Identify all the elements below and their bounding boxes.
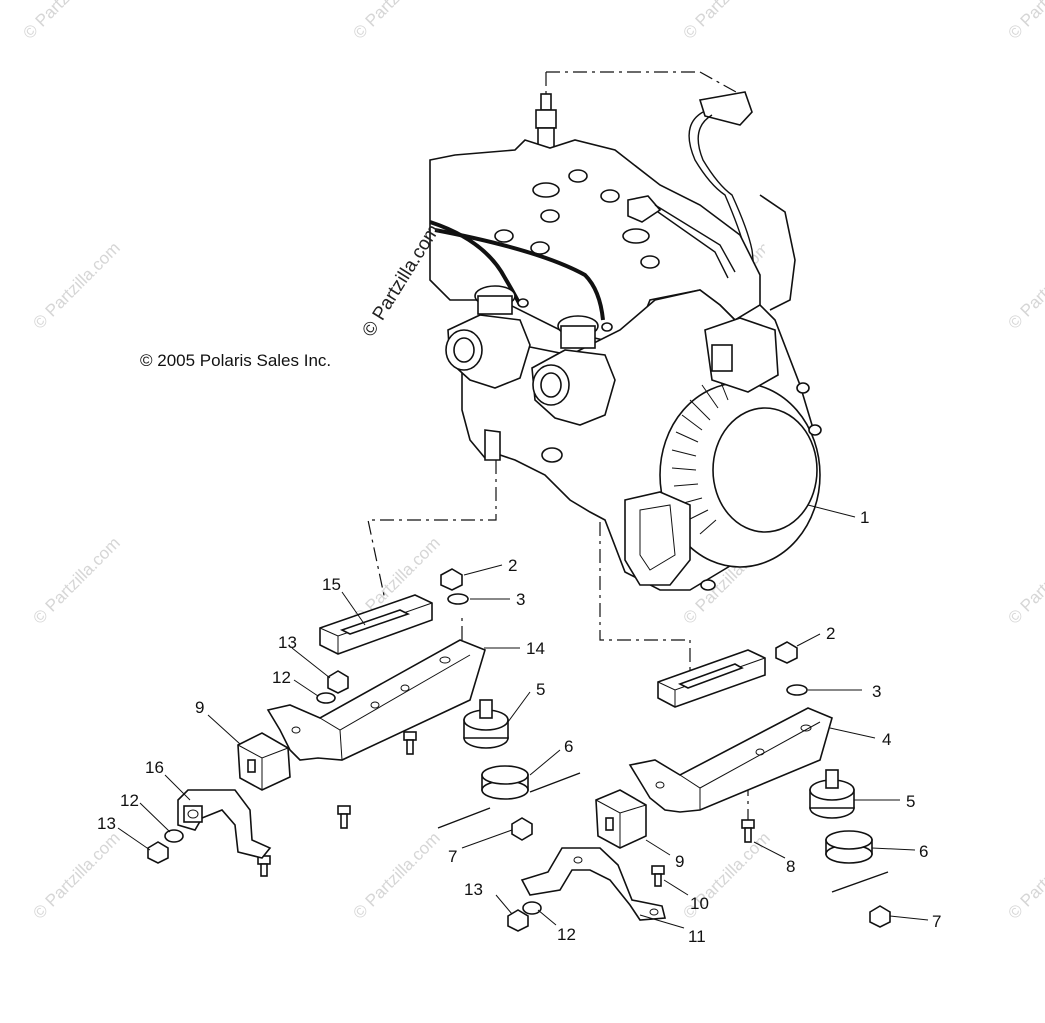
callout-13: 13 <box>97 814 116 833</box>
callout-11: 11 <box>688 927 706 946</box>
locknut-right <box>869 905 891 928</box>
washer-bracket-left <box>316 692 336 704</box>
watermark-tile: © Partzilla.com <box>679 0 773 43</box>
callout-5: 5 <box>536 680 545 699</box>
engine-assembly <box>429 71 822 591</box>
washer-left <box>447 593 469 605</box>
callout-1: 1 <box>860 508 869 527</box>
callout-8: 8 <box>786 857 795 876</box>
callout-2: 2 <box>508 556 517 575</box>
callout-15: 15 <box>322 575 341 594</box>
watermark-tile: © Partzilla.com <box>1004 828 1045 922</box>
callout-10: 10 <box>690 894 709 913</box>
pad-right <box>825 830 873 864</box>
washer-bottom <box>522 901 542 915</box>
callout-16: 16 <box>145 758 164 777</box>
bolt-left-c <box>257 855 271 877</box>
callout-6: 6 <box>564 737 573 756</box>
nut-right <box>775 641 798 664</box>
right-mount-group <box>507 641 891 932</box>
bracket-16 <box>177 789 272 859</box>
callout-12: 12 <box>557 925 576 944</box>
bolt-right-8 <box>741 819 755 843</box>
watermark-tile: © Partzilla.com <box>349 0 443 43</box>
callout-12: 12 <box>120 791 139 810</box>
callout-13: 13 <box>464 880 483 899</box>
callout-7: 7 <box>932 912 941 931</box>
snubber-left <box>237 732 291 791</box>
callout-9: 9 <box>195 698 204 717</box>
callout-4: 4 <box>882 730 891 749</box>
engine-bracket-right <box>628 707 833 813</box>
watermark-tile: © Partzilla.com <box>1004 0 1045 43</box>
left-mount-group <box>147 568 581 877</box>
leader-lines <box>117 504 929 929</box>
bolt-left-b <box>337 805 351 829</box>
bracket-11 <box>520 847 667 921</box>
rubber-mount-left <box>463 699 509 749</box>
snubber-right <box>595 789 647 849</box>
bolt-right-10 <box>651 865 665 887</box>
copyright-notice: © 2005 Polaris Sales Inc. <box>140 351 332 370</box>
callout-6: 6 <box>919 842 928 861</box>
callout-3: 3 <box>872 682 881 701</box>
nut-bracket-left <box>327 670 349 694</box>
callout-3: 3 <box>516 590 525 609</box>
watermark-tile: © Partzilla.com <box>29 238 123 332</box>
watermark-tile: © Partzilla.com <box>1004 533 1045 627</box>
bolt-left-a <box>403 731 417 755</box>
engine-bracket-left <box>266 639 486 761</box>
watermark-tile: © Partzilla.com <box>29 828 123 922</box>
watermark-tile: © Partzilla.com <box>349 828 443 922</box>
watermark-tile: © Partzilla.com <box>29 533 123 627</box>
nut-left <box>440 568 463 591</box>
carburetor-left <box>445 285 531 389</box>
nut-bottom <box>507 909 529 932</box>
nut-far-left <box>147 841 169 864</box>
pad-left <box>481 765 529 800</box>
spacer-bar-left <box>319 594 433 655</box>
spacer-bar-right <box>657 649 766 708</box>
callout-14: 14 <box>526 639 545 658</box>
callout-13: 13 <box>278 633 297 652</box>
callout-7: 7 <box>448 847 457 866</box>
rubber-mount-right <box>809 769 855 819</box>
locknut-left <box>511 817 533 841</box>
callout-12: 12 <box>272 668 291 687</box>
watermark-tile: © Partzilla.com <box>1004 238 1045 332</box>
callout-9: 9 <box>675 852 684 871</box>
callout-numbers: 1 2 3 15 14 13 12 5 9 6 16 12 13 7 2 3 4… <box>97 508 941 946</box>
washer-far-left <box>164 829 184 843</box>
washer-right <box>786 684 808 696</box>
carburetor-right <box>531 315 616 426</box>
watermark-tile: © Partzilla.com <box>19 0 113 43</box>
callout-5: 5 <box>906 792 915 811</box>
callout-2: 2 <box>826 624 835 643</box>
